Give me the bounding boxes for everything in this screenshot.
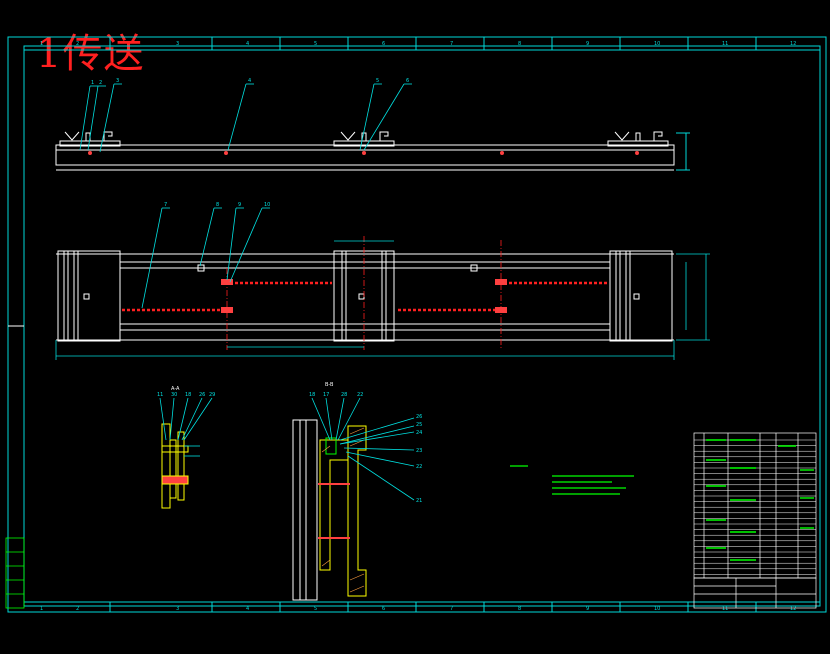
zone-label-bottom: 10 [654,606,660,612]
zone-label-bottom: 5 [314,606,317,612]
callout-number: 29 [209,392,215,398]
plan-rails [122,281,608,312]
callout-number: 18 [185,392,191,398]
detail-bb-housing [318,425,367,597]
zone-label-top: 11 [722,41,728,47]
zone-label-bottom: 8 [518,606,521,612]
zone-label-top: 6 [382,41,385,47]
callout-number: 9 [238,202,241,208]
zone-label-top: 5 [314,41,317,47]
callout-number: 17 [323,392,329,398]
technical-notes [510,465,634,495]
detail-bb-leaders [311,397,415,501]
callout-number: 1 [91,80,94,86]
zone-label-bottom: 6 [382,606,385,612]
zone-label-bottom: 3 [176,606,179,612]
parts-list [693,432,817,579]
callout-number: 23 [416,448,422,454]
callout-number: 18 [309,392,315,398]
drawing-title: 1传送 [36,31,145,77]
zone-label-top: 12 [790,41,796,47]
detail-aa-leaders [159,397,213,457]
plan-dimensions [55,240,710,360]
zone-ticks [109,37,757,612]
callout-number: 26 [416,414,422,420]
plan-view [56,250,674,342]
mid-leaders [141,207,270,309]
title-block [693,577,817,609]
callout-number: 10 [264,202,270,208]
zone-label-bottom: 2 [76,606,79,612]
callout-number: 25 [416,422,422,428]
zone-label-top: 3 [176,41,179,47]
detail-bb-hatch [321,427,365,593]
callout-number: 22 [416,464,422,470]
callout-number: 26 [199,392,205,398]
callout-number: 11 [157,392,163,398]
zone-label-top: 10 [654,41,660,47]
plan-clamps [221,279,507,313]
callout-number: 21 [416,498,422,504]
callout-number: 22 [357,392,363,398]
parts-list-text [706,439,814,561]
callout-number: 24 [416,430,422,436]
callout-number: 5 [376,78,379,84]
callout-number: 28 [341,392,347,398]
zone-label-top: 7 [450,41,453,47]
callout-number: 4 [248,78,251,84]
zone-label-top: 9 [586,41,589,47]
zone-label-top: 4 [246,41,249,47]
zone-label-bottom: 7 [450,606,453,612]
zone-label-top: 1 [40,41,43,47]
callout-number: 8 [216,202,219,208]
drawing-frame [7,36,827,613]
callout-number: 3 [116,78,119,84]
zone-label-bottom: 1 [40,606,43,612]
section-label-aa: A-A [171,386,180,392]
side-bolts [88,151,639,155]
zone-label-bottom: 12 [790,606,796,612]
left-stamp [5,537,25,609]
zone-label-top: 2 [76,41,79,47]
top-leaders [79,83,412,153]
zone-label-bottom: 4 [246,606,249,612]
callout-number: 7 [164,202,167,208]
side-elevation [55,131,690,171]
detail-bb [292,419,318,601]
zone-label-top: 8 [518,41,521,47]
detail-aa [161,423,189,509]
plan-centerlines [226,236,502,350]
section-label-bb: B-B [325,382,334,388]
callout-number: 2 [99,80,102,86]
zone-label-bottom: 9 [586,606,589,612]
zone-label-bottom: 11 [722,606,728,612]
callout-number: 6 [406,78,409,84]
callout-number: 30 [171,392,177,398]
